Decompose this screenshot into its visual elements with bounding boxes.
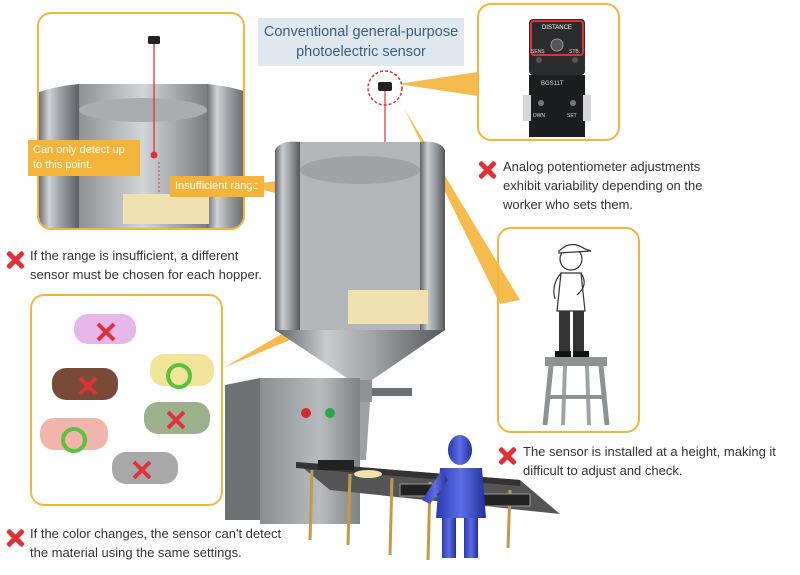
issue-color-text: If the color changes, the sensor can't d… xyxy=(30,526,282,560)
sensor-title-line2: photoelectric sensor xyxy=(296,44,426,60)
hopper-detail-illustration xyxy=(39,36,243,228)
module-sens-label: SENS xyxy=(531,49,545,55)
sample-pink xyxy=(74,314,136,344)
issue-height-text: The sensor is installed at a height, mak… xyxy=(523,444,776,478)
issue-potentiometer-text: Analog potentiometer adjustments exhibit… xyxy=(503,159,703,212)
worker-on-stool-illustration xyxy=(542,243,610,426)
sensor-title-callout: Conventional general-purpose photoelectr… xyxy=(258,18,464,66)
color-samples-panel xyxy=(30,294,223,506)
sample-gray xyxy=(112,452,178,484)
cross-icon xyxy=(5,528,25,548)
cross-icon xyxy=(497,446,517,466)
color-samples-illustration xyxy=(40,314,214,484)
cross-icon xyxy=(477,160,497,180)
module-model-label: BGS11T xyxy=(541,81,564,87)
hopper-detail-panel xyxy=(37,12,245,230)
sensor-module-panel: DISTANCE SENS STB. BGS11T DWN SET xyxy=(477,3,620,141)
detect-limit-label: Can only detect up to this point. xyxy=(28,140,140,176)
sensor-module-illustration xyxy=(523,19,591,137)
sample-green xyxy=(144,402,210,434)
module-set-button: SET xyxy=(567,113,577,119)
insufficient-range-label: Insufficient range xyxy=(170,176,264,197)
sensor-title-line1: Conventional general-purpose xyxy=(263,24,459,40)
module-distance-label: DISTANCE xyxy=(542,25,572,31)
sample-yellow xyxy=(150,354,214,389)
module-stb-label: STB. xyxy=(569,49,581,55)
module-dwn-button: DWN xyxy=(533,113,545,119)
sample-brown xyxy=(52,368,118,400)
worker-panel xyxy=(497,227,640,433)
cross-icon xyxy=(5,250,25,270)
sample-salmon xyxy=(40,418,108,453)
issue-range-text: If the range is insufficient, a differen… xyxy=(30,248,262,282)
